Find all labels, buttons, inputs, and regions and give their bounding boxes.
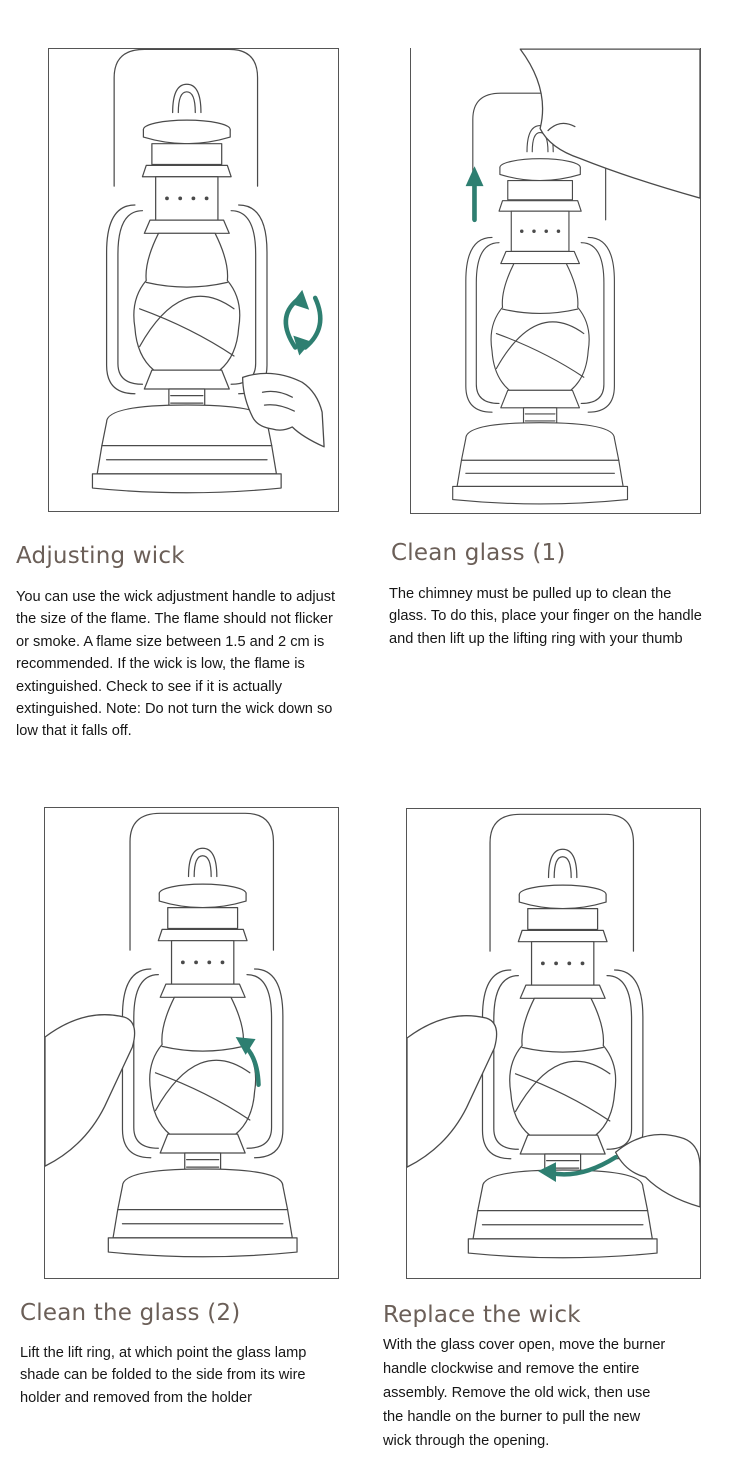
lantern-illustration	[452, 48, 700, 505]
hand-illustration	[407, 1015, 498, 1168]
section-title-adjusting-wick: Adjusting wick	[16, 543, 185, 569]
left-arrow-icon	[538, 1154, 618, 1183]
section-description-adjusting-wick: You can use the wick adjustment handle t…	[16, 589, 336, 740]
section-title-replace-wick: Replace the wick	[383, 1302, 581, 1328]
lantern-illustration	[45, 812, 298, 1258]
curved-arrow-icon	[235, 1037, 261, 1087]
illustration-panel-adjusting-wick	[48, 48, 339, 512]
up-arrow-icon	[465, 166, 484, 223]
lantern-illustration	[407, 813, 700, 1259]
rotate-arrows-icon	[283, 289, 323, 356]
illustration-panel-replace-wick	[406, 808, 701, 1279]
section-title-clean-glass-2: Clean the glass (2)	[20, 1300, 241, 1326]
section-description-clean-glass-1: The chimney must be pulled up to clean t…	[389, 586, 702, 647]
lantern-illustration	[91, 49, 325, 494]
hand-illustration	[45, 1014, 136, 1167]
illustration-panel-clean-glass-2	[44, 807, 339, 1279]
illustration-panel-clean-glass-1	[410, 48, 701, 514]
section-title-clean-glass-1: Clean glass (1)	[391, 540, 566, 566]
section-description-replace-wick: With the glass cover open, move the burn…	[383, 1337, 666, 1449]
hand-illustration	[519, 48, 700, 199]
section-description-clean-glass-2: Lift the lift ring, at which point the g…	[20, 1345, 307, 1406]
